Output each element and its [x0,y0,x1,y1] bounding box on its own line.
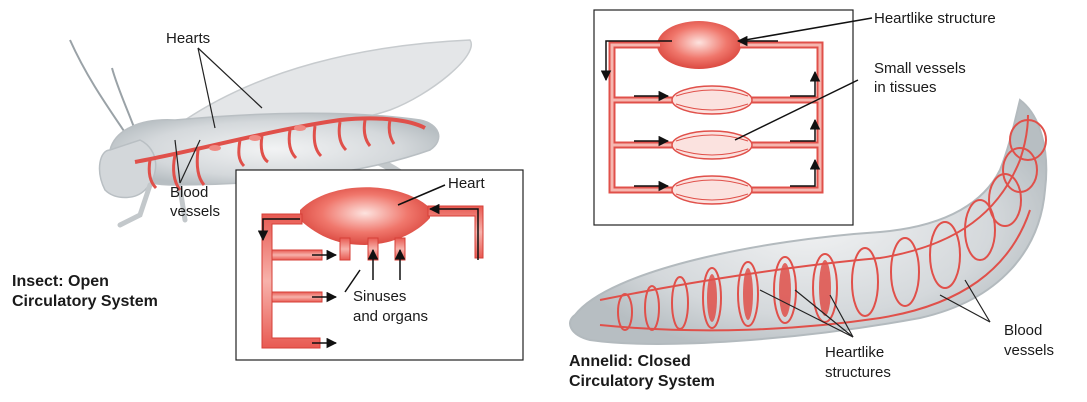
annelid-title-line-2: Circulatory System [569,372,715,392]
annelid-blood-vessels-label-1: Blood [1004,322,1042,340]
insect-title-line-1: Insect: Open [12,272,109,292]
annelid-inset-box [594,10,853,225]
insect-blood-vessels-label-1: Blood [170,184,208,202]
small-vessels-label-2: in tissues [874,79,937,97]
small-vessels-label-1: Small vessels [874,60,966,78]
sinuses-label-1: Sinuses [353,288,406,306]
heartlike-structures-label-1: Heartlike [825,344,884,362]
insect-title-line-2: Circulatory System [12,292,158,312]
heartlike-structure-label: Heartlike structure [874,10,996,28]
inset-heart-label: Heart [448,175,485,193]
insect-blood-vessels-label-2: vessels [170,203,220,221]
hearts-label: Hearts [166,30,210,48]
heartlike-structures-label-2: structures [825,364,891,382]
annelid-blood-vessels-label-2: vessels [1004,342,1054,360]
insect-inset-box [236,170,523,360]
sinuses-label-2: and organs [353,308,428,326]
annelid-title-line-1: Annelid: Closed [569,352,691,372]
